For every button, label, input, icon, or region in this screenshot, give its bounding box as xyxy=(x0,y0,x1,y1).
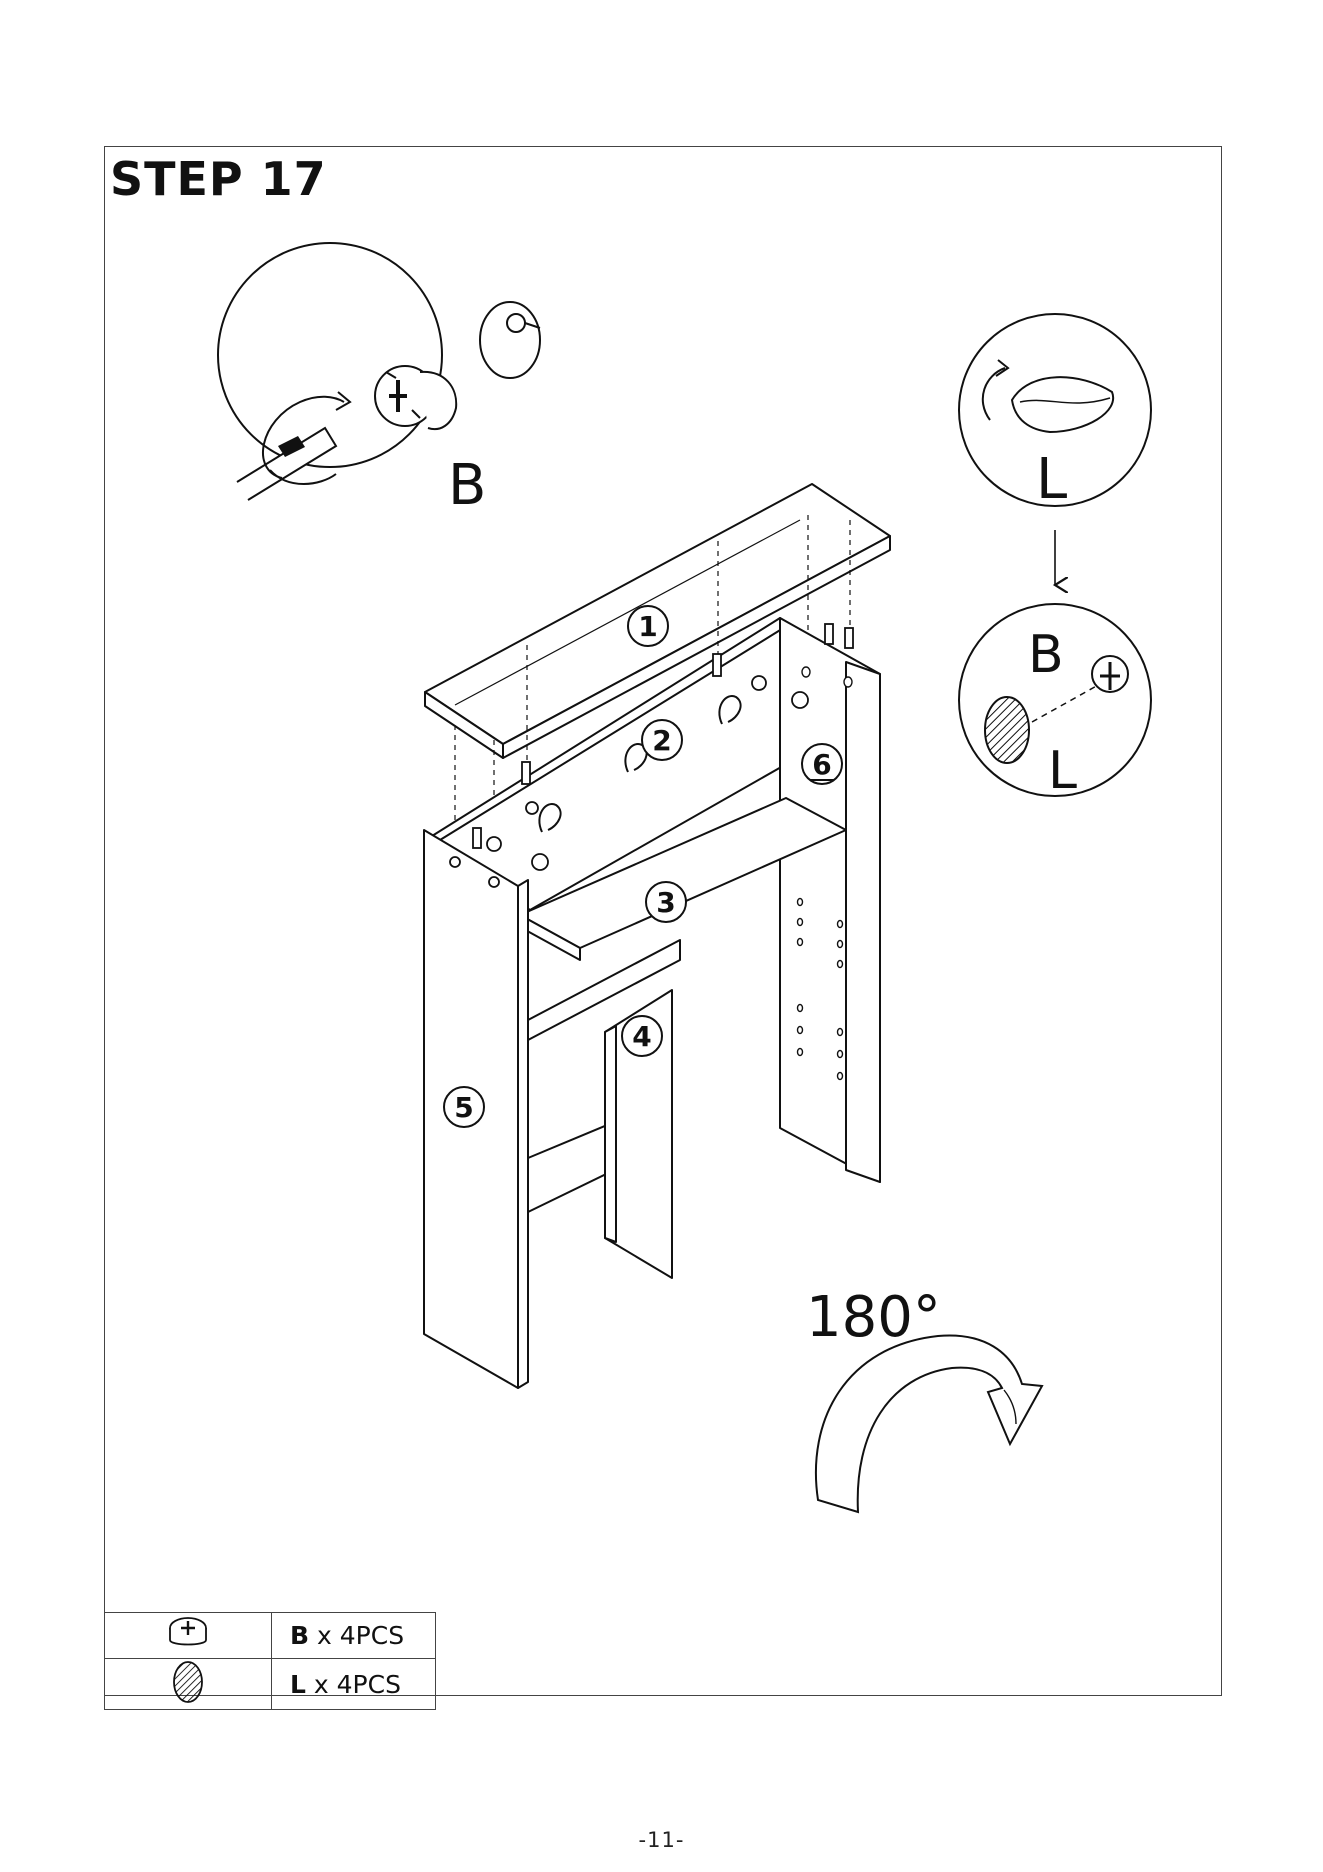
cam-lock-icon xyxy=(532,854,548,870)
hardware-letter: L xyxy=(290,1670,306,1699)
cap-cover-icon xyxy=(166,1659,210,1705)
detail-circle-cap-cover: L xyxy=(959,314,1151,512)
detail-label-l-top: L xyxy=(1036,447,1067,512)
part-label-6: 6 xyxy=(802,744,842,784)
hole-detail-icon xyxy=(480,302,540,378)
cam-lock-head-icon xyxy=(1092,656,1128,692)
hardware-table: B x 4PCS L x 4PCS xyxy=(104,1612,436,1710)
cam-lock-icon xyxy=(487,837,501,851)
cam-lock-icon xyxy=(166,1614,210,1654)
detail-circle-cam-lock: B xyxy=(218,243,540,518)
svg-text:6: 6 xyxy=(812,748,831,781)
part-label-5: 5 xyxy=(444,1087,484,1127)
hardware-icon-cell xyxy=(105,1659,272,1710)
detail-label-b: B xyxy=(448,453,486,518)
part-label-3: 3 xyxy=(646,882,686,922)
hardware-count: x 4PCS xyxy=(306,1670,401,1699)
hardware-count: x 4PCS xyxy=(309,1621,404,1650)
svg-text:5: 5 xyxy=(454,1091,473,1124)
detail-circle-assembly: B L xyxy=(959,604,1151,801)
cap-cover-icon xyxy=(985,697,1029,763)
part-label-1: 1 xyxy=(628,606,668,646)
part-label-4: 4 xyxy=(622,1016,662,1056)
page-number: -11- xyxy=(0,1828,1323,1852)
hardware-icon-cell xyxy=(105,1613,272,1659)
detail-label-l-right: L xyxy=(1048,741,1077,801)
hardware-quantity-b: B x 4PCS xyxy=(272,1613,436,1659)
svg-text:4: 4 xyxy=(632,1020,651,1053)
hardware-quantity-l: L x 4PCS xyxy=(272,1659,436,1710)
svg-text:3: 3 xyxy=(656,886,675,919)
svg-text:2: 2 xyxy=(652,724,671,757)
hardware-row-b: B x 4PCS xyxy=(105,1613,436,1659)
detail-label-b-right: B xyxy=(1028,625,1064,685)
svg-text:1: 1 xyxy=(638,610,657,643)
part-label-2: 2 xyxy=(642,720,682,760)
hardware-letter: B xyxy=(290,1621,309,1650)
rotation-arrow-icon xyxy=(816,1335,1042,1512)
cam-lock-icon xyxy=(752,676,766,690)
cam-lock-head-icon xyxy=(375,366,456,429)
cam-lock-icon xyxy=(792,692,808,708)
hardware-row-l: L x 4PCS xyxy=(105,1659,436,1710)
